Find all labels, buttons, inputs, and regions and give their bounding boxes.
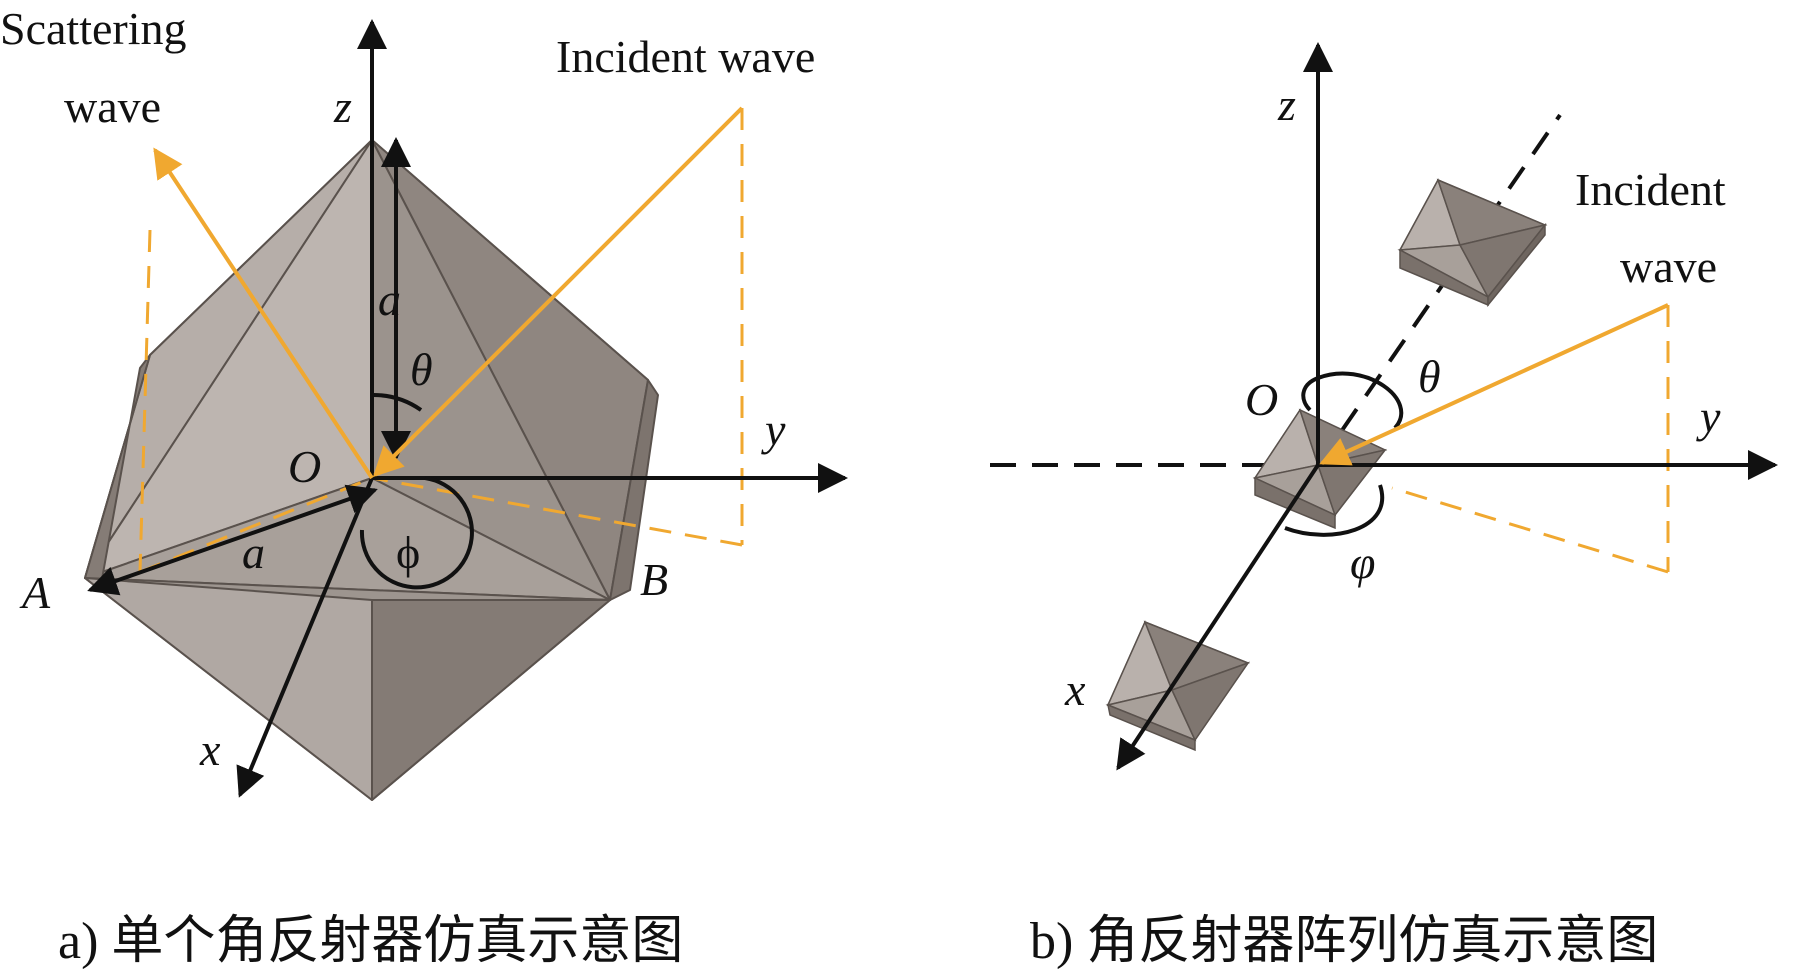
theta-label-a: θ	[410, 344, 433, 395]
incident-wave-arrow-a	[372, 106, 744, 478]
phi-label-b: φ	[1350, 537, 1375, 588]
incident-plane-dashes	[371, 108, 744, 547]
vertex-a-label: A	[19, 567, 51, 618]
array-diagonal-dashed	[1316, 113, 1562, 467]
edge-a-vertical-label: a	[378, 274, 401, 325]
scattering-wave-label-2: wave	[64, 81, 161, 132]
y-axis-label-a: y	[761, 404, 786, 455]
caption-b: b) 角反射器阵列仿真示意图	[1030, 913, 1658, 970]
incident-wave-label-a: Incident wave	[556, 31, 815, 82]
edge-a-horizontal-label: a	[242, 527, 265, 578]
origin-label-a: O	[288, 441, 321, 492]
y-axis-label-b: y	[1696, 391, 1721, 442]
z-axis-label-a: z	[333, 81, 352, 132]
caption-a: a) 单个角反射器仿真示意图	[58, 913, 683, 970]
x-axis-label-b: x	[1064, 664, 1086, 715]
edge-a-arrows	[87, 137, 411, 596]
x-axis-label-a: x	[199, 724, 221, 775]
phi-arc-a	[359, 476, 474, 590]
phi-label-a: ϕ	[396, 527, 420, 578]
vertex-b-label: B	[640, 554, 668, 605]
incident-wave-label-b-1: Incident	[1575, 164, 1726, 215]
phi-arc-b	[1284, 484, 1385, 537]
scattering-wave-label-1: Scattering	[0, 3, 187, 54]
array-reflector-bottom	[1105, 620, 1251, 752]
incident-plane-dashes-b	[1391, 305, 1670, 574]
theta-arc-a	[371, 392, 423, 412]
theta-arc-b-left	[1301, 376, 1319, 412]
theta-arc-b	[1317, 371, 1404, 430]
panel-b: Incident wave z y x O θ φ	[990, 42, 1778, 771]
scattering-wave-arrow	[153, 147, 374, 480]
incident-wave-label-b-2: wave	[1620, 241, 1717, 292]
origin-label-b: O	[1245, 374, 1278, 425]
theta-label-b: θ	[1418, 351, 1441, 402]
panel-a: Scattering wave Incident wave z y x O a …	[0, 3, 848, 801]
axes-b	[1116, 42, 1778, 771]
incident-wave-arrow-b	[1319, 303, 1669, 466]
z-axis-label-b: z	[1277, 79, 1296, 130]
x-axis-b	[1116, 463, 1320, 771]
array-reflector-top	[1397, 178, 1548, 308]
